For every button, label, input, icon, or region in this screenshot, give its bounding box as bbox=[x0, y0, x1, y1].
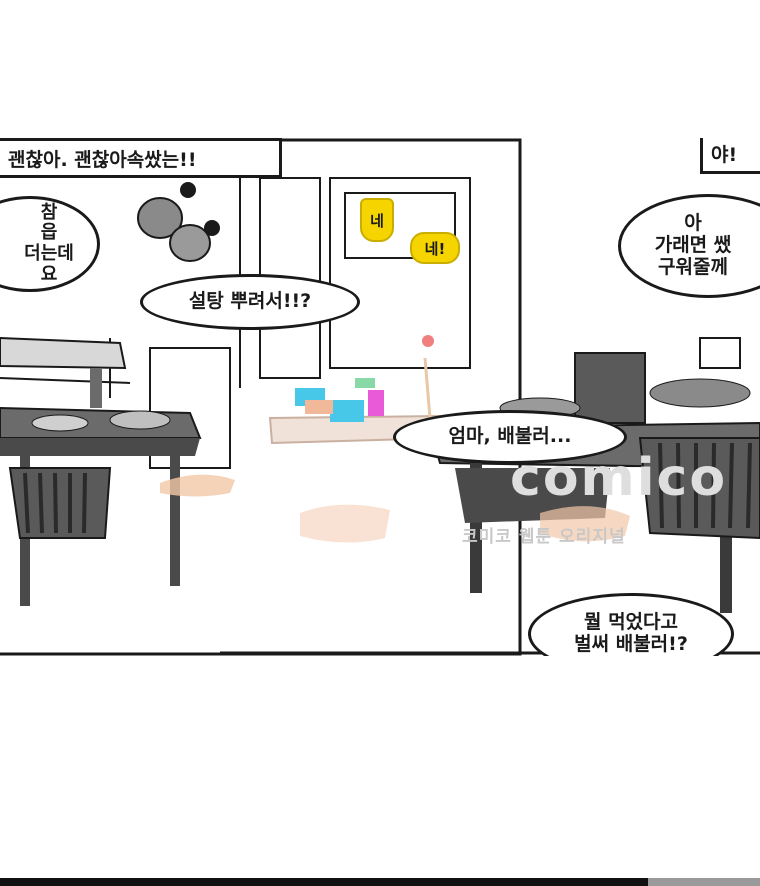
comic-panel: 괜찮아. 괜찮아속쌌는!! 야! 참 읍 더는데 요 아 가래면 쌨 구워줄께 … bbox=[0, 138, 760, 656]
scrollbar-thumb[interactable] bbox=[648, 878, 760, 886]
watermark-subtitle: 코미코 웹툰 오리지널 bbox=[462, 527, 626, 547]
center-table bbox=[160, 335, 447, 543]
sfx-label-a: 네 bbox=[360, 198, 394, 242]
kitchen-counter-left bbox=[0, 336, 131, 384]
panel-artwork bbox=[0, 138, 760, 656]
sfx-label-b: 네! bbox=[410, 232, 460, 264]
speech-bubble-center: 엄마, 배불러... bbox=[393, 410, 627, 464]
characters-left bbox=[137, 182, 220, 262]
watermark-logo: comico bbox=[510, 448, 728, 508]
caption-top-right: 야! bbox=[700, 138, 760, 174]
caption-top-left: 괜찮아. 괜찮아속쌌는!! bbox=[0, 138, 282, 178]
dining-table-left bbox=[0, 368, 202, 606]
speech-bubble-bottom-right: 뭘 먹었다고 벌써 배불러!? bbox=[528, 593, 734, 656]
scrollbar-track[interactable] bbox=[0, 878, 760, 886]
speech-bubble-right-top: 아 가래면 쌨 구워줄께 bbox=[618, 194, 760, 298]
speech-bubble-middle: 설탕 뿌려서!!? bbox=[140, 274, 360, 330]
